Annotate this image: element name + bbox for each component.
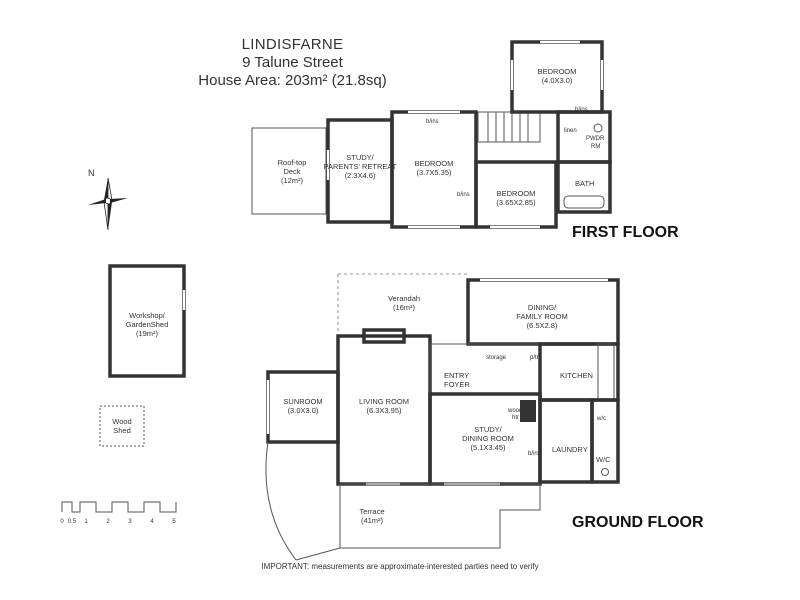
- pwdr-label-2: RM: [591, 144, 600, 150]
- woodshed-outline: [99, 405, 145, 447]
- scale-tick-0: 0: [60, 519, 64, 525]
- woodshed-label-2: Shed: [113, 426, 131, 435]
- compass-label: N: [88, 168, 95, 178]
- rooftop-deck-area: (12m²): [281, 176, 304, 185]
- workshop-walls: [108, 264, 186, 378]
- rooftop-deck-outline: [251, 127, 327, 215]
- study-dining-label-2: DINING ROOM: [462, 434, 514, 443]
- bedroom-small-label: BEDROOM: [497, 189, 536, 198]
- address: 9 Talune Street: [242, 54, 343, 71]
- ground-bins-label: b/ins: [528, 451, 541, 457]
- bins-label-b: b/ins: [457, 192, 470, 198]
- sunroom-label: SUNROOM: [283, 397, 322, 406]
- scale-tick-0-5: 0.5: [68, 519, 77, 525]
- laundry-walls: [538, 398, 594, 484]
- fireplace-icon: [362, 328, 406, 344]
- rooftop-deck-label-2: Deck: [283, 167, 300, 176]
- wc-toilet-icon: [601, 468, 609, 476]
- scale-tick-3: 3: [128, 519, 132, 525]
- workshop-label-2: GardenShed: [126, 320, 169, 329]
- bathtub-icon: [563, 195, 605, 209]
- linen-label: linen: [564, 128, 577, 134]
- bedroom-main-dims: (3.7X5.35): [416, 168, 452, 177]
- living-room-label: LIVING ROOM: [359, 397, 409, 406]
- bedroom-main-label: BEDROOM: [415, 159, 454, 168]
- terrace-outline: [295, 483, 541, 561]
- scale-tick-1: 1: [84, 519, 88, 525]
- bath-walls: [556, 160, 612, 214]
- wc-label: W/C: [596, 455, 611, 464]
- study-retreat-dims: (2.3X4.6): [345, 171, 376, 180]
- dining-family-label-2: FAMILY ROOM: [516, 312, 567, 321]
- wc-small-label: w/c: [596, 416, 606, 422]
- terrace-area: (41m²): [361, 516, 384, 525]
- kitchen-label: KITCHEN: [560, 371, 593, 380]
- wc-walls: [590, 398, 620, 484]
- bath-label: BATH: [575, 179, 594, 188]
- stairs: [477, 111, 541, 143]
- entry-label: ENTRY: [444, 371, 469, 380]
- terrace-curve: [265, 441, 297, 561]
- disclaimer: IMPORTANT: measurements are approximate-…: [261, 562, 539, 571]
- dining-family-dims: (6.5X2.8): [527, 321, 558, 330]
- verandah-area: (16m²): [393, 303, 416, 312]
- bedroom-small-dims: (3.65X2.85): [496, 198, 536, 207]
- woodshed-label: Wood: [112, 417, 131, 426]
- property-name: LINDISFARNE: [241, 36, 344, 53]
- study-dining-dims: (5.1X3.45): [470, 443, 506, 452]
- wood-htr-label-2: htr: [512, 415, 519, 421]
- kitchen-bench: [597, 343, 615, 401]
- workshop-area: (19m²): [136, 329, 159, 338]
- scale-tick-2: 2: [106, 519, 110, 525]
- dining-family-label: DINING/: [528, 303, 557, 312]
- terrace-label: Terrace: [359, 507, 384, 516]
- bins-label-c: b/ins: [575, 107, 588, 113]
- scale-bar: 0 0.5 1 2 3 4 5: [60, 501, 177, 525]
- wood-heater-icon: [520, 400, 536, 422]
- scale-tick-4: 4: [150, 519, 154, 525]
- laundry-label: LAUNDRY: [552, 445, 588, 454]
- rooftop-deck-label: Roof-top: [278, 158, 307, 167]
- house-area: House Area: 203m² (21.8sq): [198, 72, 387, 89]
- study-retreat-label-2: PARENTS' RETREAT: [324, 162, 397, 171]
- bedroom-top-dims: (4.0X3.0): [542, 76, 573, 85]
- entry-label-2: FOYER: [444, 380, 470, 389]
- verandah-label: Verandah: [388, 294, 420, 303]
- ground-floor-title: GROUND FLOOR: [572, 514, 704, 531]
- pantry-label: p/try: [530, 355, 542, 361]
- sunroom-dims: (3.0X3.0): [288, 406, 319, 415]
- workshop-label: Workshop/: [129, 311, 166, 320]
- wood-htr-label: wood: [507, 408, 522, 414]
- pwdr-label: PWDR: [586, 136, 605, 142]
- scale-tick-5: 5: [172, 519, 176, 525]
- storage-label: storage: [486, 355, 507, 361]
- toilet-icon: [593, 123, 603, 133]
- living-room-dims: (6.3X3.95): [366, 406, 402, 415]
- study-dining-label: STUDY/: [474, 425, 502, 434]
- bins-label-a: b/ins: [426, 119, 439, 125]
- study-retreat-label: STUDY/: [346, 153, 374, 162]
- compass-icon: N: [88, 168, 128, 231]
- bedroom-top-label: BEDROOM: [538, 67, 577, 76]
- first-floor-title: FIRST FLOOR: [572, 224, 679, 241]
